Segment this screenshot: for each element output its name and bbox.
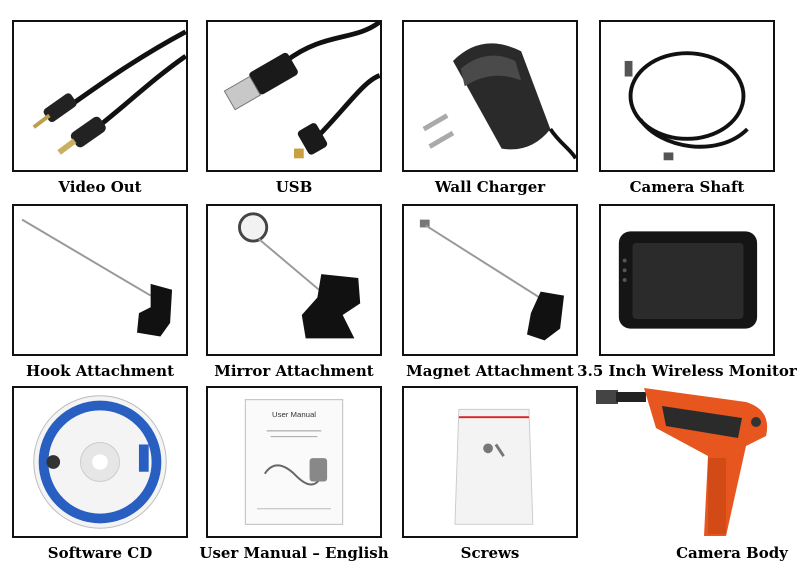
- item-label: Mirror Attachment: [214, 362, 374, 380]
- screws-bag-icon: [454, 408, 534, 525]
- magnet-attachment-icon: [419, 219, 564, 341]
- item-label: User Manual – English: [199, 544, 389, 562]
- monitor-icon: [618, 231, 758, 329]
- video-out-cable-icon: [32, 29, 186, 155]
- item-label: Camera Body: [676, 544, 788, 562]
- camera-shaft-icon: [624, 51, 749, 161]
- item-label: USB: [275, 178, 313, 196]
- usb-image: [206, 20, 382, 172]
- hook-attachment-image: [12, 204, 188, 356]
- mirror-attachment-icon: [238, 212, 361, 339]
- item-label: Hook Attachment: [25, 362, 175, 380]
- manual-title: User Manual: [272, 410, 316, 419]
- manual-booklet-icon: User Manual: [244, 399, 344, 525]
- usb-cable-icon: [223, 22, 380, 159]
- cd-icon: [33, 395, 167, 529]
- wall-charger-image: [402, 20, 578, 172]
- user-manual-image: User Manual: [206, 386, 382, 538]
- camera-shaft-image: [599, 20, 775, 172]
- item-label: Screws: [460, 544, 520, 562]
- mirror-attachment-image: [206, 204, 382, 356]
- item-label: Magnet Attachment: [406, 362, 574, 380]
- video-out-image: [12, 20, 188, 172]
- hook-attachment-icon: [21, 218, 173, 337]
- screws-image: [402, 386, 578, 538]
- wall-charger-icon: [422, 43, 576, 160]
- item-label: Software CD: [47, 544, 153, 562]
- item-label: Video Out: [58, 178, 142, 196]
- wireless-monitor-image: [599, 204, 775, 356]
- item-label: 3.5 Inch Wireless Monitor: [577, 362, 797, 380]
- magnet-attachment-image: [402, 204, 578, 356]
- camera-body-image: [596, 386, 792, 538]
- camera-body-icon: [596, 388, 768, 536]
- software-cd-image: [12, 386, 188, 538]
- item-label: Wall Charger: [434, 178, 546, 196]
- item-label: Camera Shaft: [629, 178, 745, 196]
